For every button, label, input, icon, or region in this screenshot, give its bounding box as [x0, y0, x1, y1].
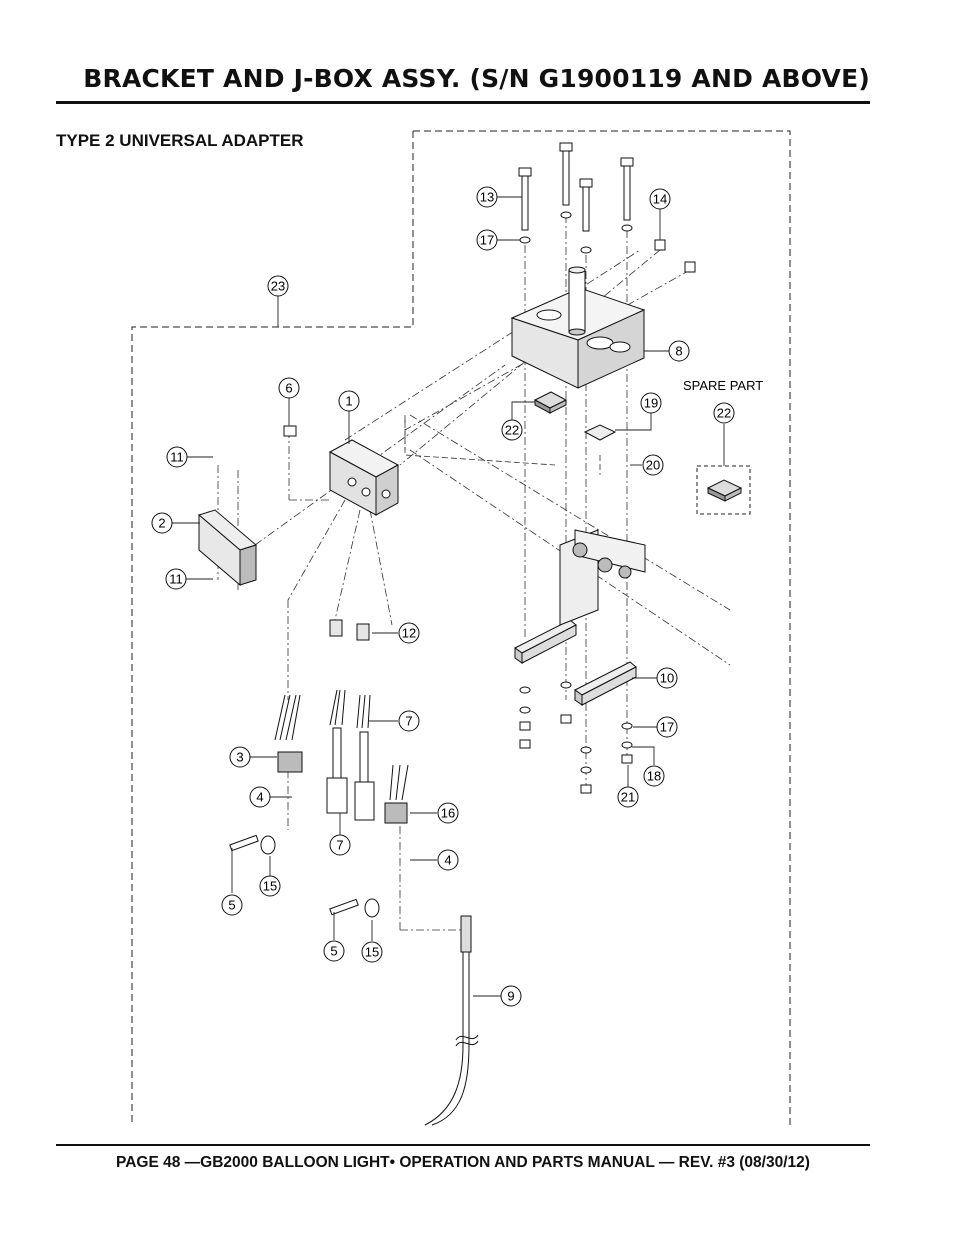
- callout-11-top: 11: [166, 446, 188, 468]
- power-cord: [424, 915, 479, 1126]
- callout-5-left: 5: [221, 894, 243, 916]
- leader-lines: [172, 196, 725, 997]
- callouts: 23 13 17 14 8 6 1 11 2 11 22 19 20 22 12…: [151, 186, 735, 1007]
- callout-6-label: 6: [285, 381, 292, 396]
- callout-18: 18: [643, 765, 665, 787]
- callout-5-right: 5: [323, 940, 345, 962]
- callout-11-bottom-label: 11: [169, 572, 183, 587]
- callout-19: 19: [640, 392, 662, 414]
- callout-16-label: 16: [441, 806, 455, 821]
- section-title: TYPE 2 UNIVERSAL ADAPTER: [56, 131, 304, 150]
- callout-22-spare-label: 22: [717, 406, 731, 421]
- bolts: [229, 142, 696, 916]
- callout-18-label: 18: [647, 769, 661, 784]
- callout-4-left-label: 4: [256, 790, 263, 805]
- callout-11-bottom: 11: [165, 568, 187, 590]
- callout-5-right-label: 5: [330, 944, 337, 959]
- cover-plate: [197, 509, 258, 587]
- callout-23: 23: [267, 275, 289, 297]
- callout-22-main: 22: [501, 419, 523, 441]
- page-footer: PAGE 48 —GB2000 BALLOON LIGHT• OPERATION…: [116, 1154, 810, 1171]
- callout-23-label: 23: [271, 279, 285, 294]
- spare-part-pad: [706, 479, 743, 502]
- callout-17-top: 17: [476, 229, 498, 251]
- callout-1: 1: [338, 390, 360, 412]
- callout-21: 21: [617, 786, 639, 808]
- callout-8: 8: [668, 340, 690, 362]
- callout-5-left-label: 5: [228, 898, 235, 913]
- spare-part-box: [696, 465, 751, 515]
- cords: [326, 689, 375, 821]
- callout-22-main-label: 22: [505, 423, 519, 438]
- callout-14-label: 14: [653, 192, 667, 207]
- callout-13-label: 13: [480, 190, 494, 205]
- j-box: [510, 266, 646, 389]
- callout-2-label: 2: [158, 516, 165, 531]
- callout-6: 6: [278, 377, 300, 399]
- callout-17-bottom-label: 17: [660, 720, 674, 735]
- callout-20-label: 20: [646, 458, 660, 473]
- housing-outline: [404, 420, 601, 475]
- assembly-lines: [217, 215, 731, 931]
- callout-21-label: 21: [621, 790, 635, 805]
- callout-7-right-label: 7: [405, 714, 412, 729]
- upright-post: [559, 529, 646, 626]
- callout-11-top-label: 11: [170, 450, 184, 465]
- callout-15-right-label: 15: [365, 945, 379, 960]
- receptacle-connectors: [274, 694, 409, 824]
- callout-15-left-label: 15: [263, 879, 277, 894]
- callout-15-right: 15: [361, 941, 383, 963]
- header-rule: [56, 101, 870, 104]
- callout-12: 12: [398, 622, 420, 644]
- callout-9-label: 9: [507, 989, 514, 1004]
- callout-20: 20: [642, 454, 664, 476]
- callout-8-label: 8: [675, 344, 682, 359]
- washers-nuts: [260, 211, 633, 918]
- callout-4-left: 4: [249, 786, 271, 808]
- callout-10: 10: [656, 667, 678, 689]
- page-title: BRACKET AND J-BOX ASSY. (S/N G1900119 AN…: [83, 64, 870, 93]
- callout-17-bottom: 17: [656, 716, 678, 738]
- pads: [533, 391, 617, 441]
- callout-7-right: 7: [398, 710, 420, 732]
- callout-1-label: 1: [345, 394, 352, 409]
- connector-plugs: [329, 619, 370, 641]
- callout-7-left-label: 7: [336, 838, 343, 853]
- callout-3-label: 3: [236, 750, 243, 765]
- callout-22-spare: 22: [713, 402, 735, 424]
- callout-3: 3: [229, 746, 251, 768]
- footer-rule: [56, 1144, 870, 1146]
- callout-14: 14: [649, 188, 671, 210]
- assembly-boundary: [131, 130, 791, 1125]
- spare-part-label: SPARE PART: [683, 378, 763, 393]
- callout-13: 13: [476, 186, 498, 208]
- callout-2: 2: [151, 512, 173, 534]
- small-j-box: [328, 439, 400, 516]
- callout-12-label: 12: [402, 626, 416, 641]
- callout-19-label: 19: [644, 396, 658, 411]
- callout-17-top-label: 17: [480, 233, 494, 248]
- callout-9: 9: [500, 985, 522, 1007]
- callout-4-right: 4: [437, 849, 459, 871]
- callout-7-left: 7: [329, 834, 351, 856]
- callout-15-left: 15: [259, 875, 281, 897]
- callout-16: 16: [437, 802, 459, 824]
- callout-10-label: 10: [660, 671, 674, 686]
- mounting-brackets: [514, 619, 637, 706]
- callout-4-right-label: 4: [444, 853, 451, 868]
